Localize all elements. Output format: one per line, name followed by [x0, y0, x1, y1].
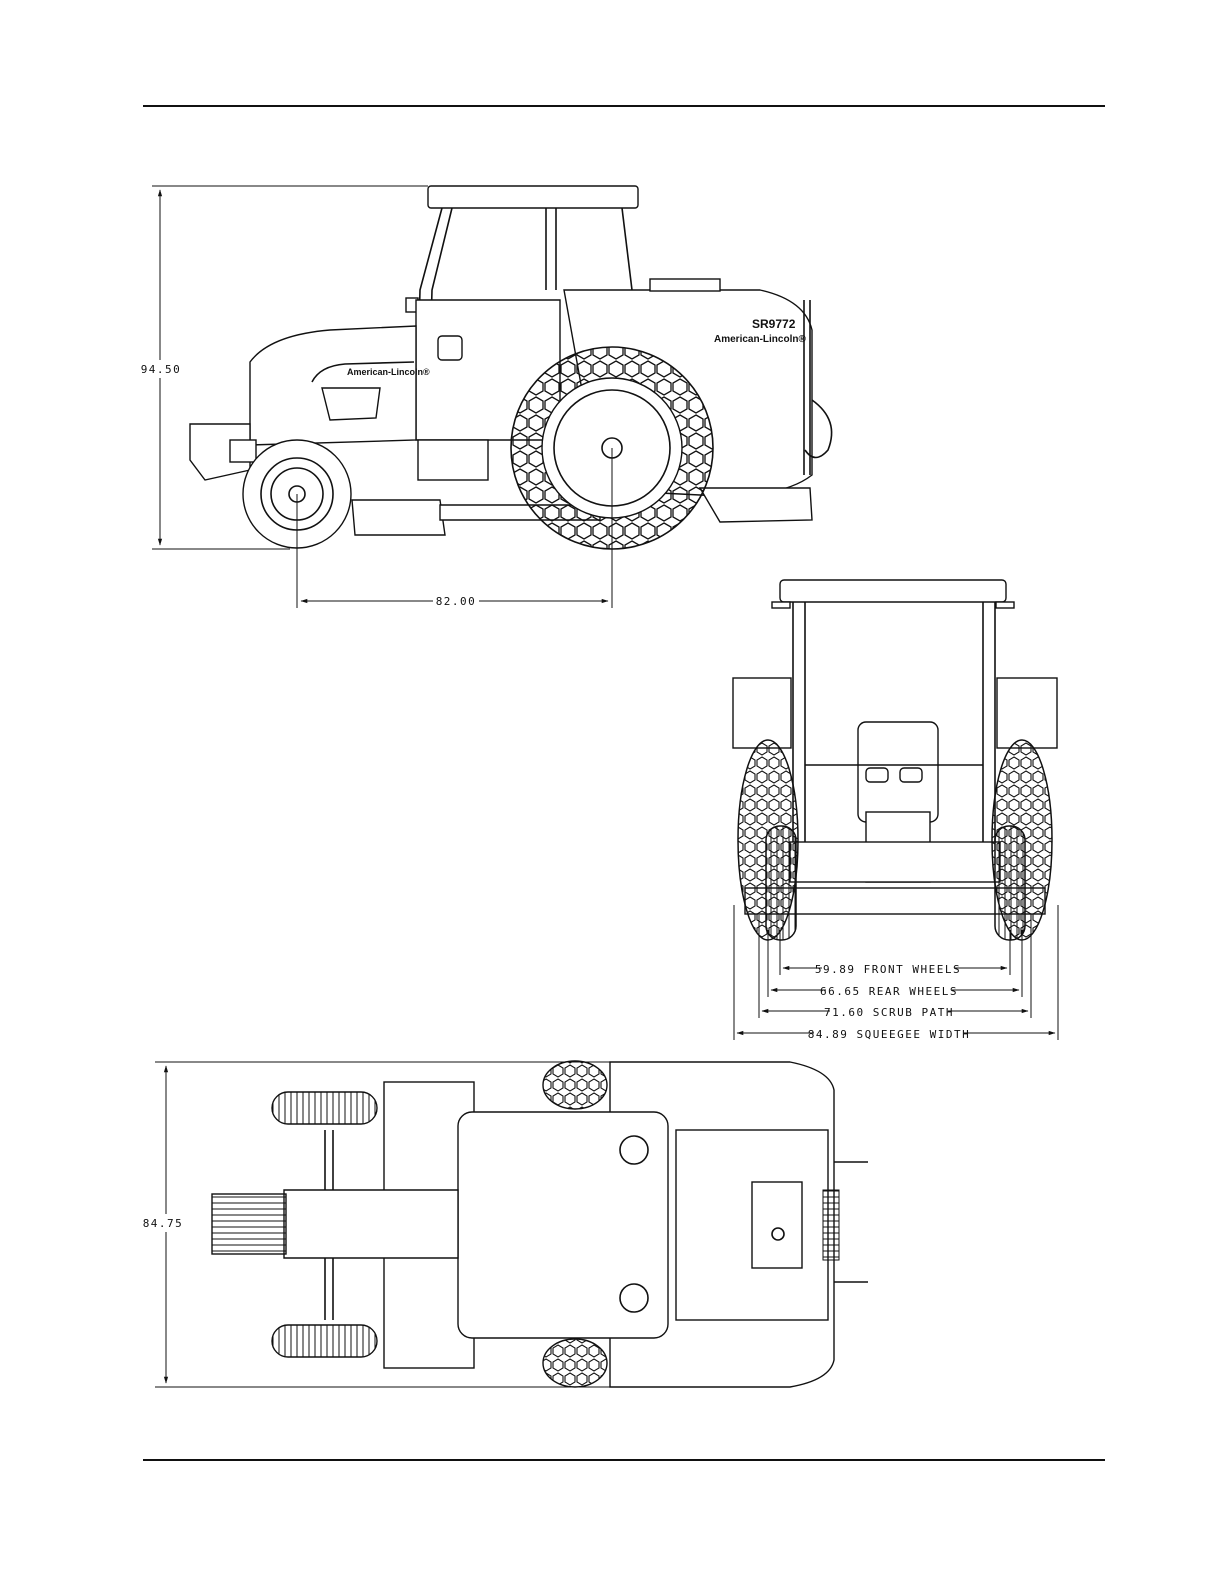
side-view: 94.50 SR9772 American-Lincoln® American-… — [138, 186, 832, 609]
canopy-roof — [428, 186, 638, 208]
scrub-path-dimension-label: 71.60 SCRUB PATH — [824, 1006, 954, 1019]
top-rear-tire-right — [543, 1339, 607, 1387]
model-label: SR9772 — [752, 317, 796, 331]
front-right-tire-rear-view — [995, 826, 1025, 940]
brand-label-hood: American-Lincoln® — [347, 367, 430, 377]
top-canopy-roof — [458, 1112, 668, 1338]
rear-right-panel — [997, 678, 1057, 748]
top-front-grille — [212, 1194, 286, 1254]
top-rear-tire-left — [543, 1061, 607, 1109]
height-dimension-label: 94.50 — [141, 363, 182, 376]
rear-canopy-roof — [780, 580, 1006, 602]
front-wheels-dimension-label: 59.89 FRONT WHEELS — [815, 963, 961, 976]
top-hood — [284, 1190, 458, 1258]
rear-squeegee-assembly — [700, 488, 812, 522]
rear-view: 59.89 FRONT WHEELS 66.65 REAR WHEELS 71.… — [733, 580, 1058, 1041]
front-left-tire-rear-view — [766, 826, 796, 940]
side-broom-deck — [352, 500, 445, 535]
step-box — [418, 440, 488, 480]
top-front-wheel-right — [272, 1325, 377, 1357]
top-front-wheel-left — [272, 1092, 377, 1124]
rear-wheels-dimension-label: 66.65 REAR WHEELS — [820, 985, 958, 998]
wheelbase-dimension-label: 82.00 — [436, 595, 477, 608]
top-view: 84.75 — [139, 1061, 868, 1387]
rear-frame — [790, 842, 1000, 882]
engine-hood — [250, 326, 416, 445]
brand-label-rear: American-Lincoln® — [714, 334, 806, 345]
squeegee-width-dimension-label: 84.89 SQUEEGEE WIDTH — [808, 1028, 970, 1041]
rear-left-panel — [733, 678, 791, 748]
top-width-dimension-label: 84.75 — [143, 1217, 184, 1230]
